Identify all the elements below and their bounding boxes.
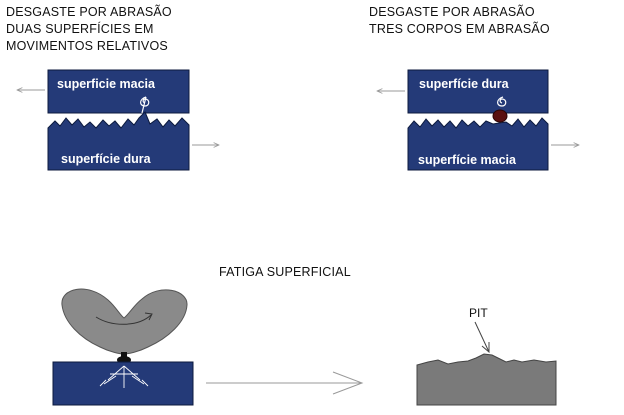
three-body-abrasion-diagram: superfície dura superfície macia: [377, 69, 579, 171]
soft-surface-label: superfície macia: [418, 153, 517, 167]
hard-surface-label: superfície dura: [61, 152, 152, 166]
contact-stem: [121, 352, 127, 358]
abrasion-two-body-caption: DESGASTE POR ABRASÃO DUAS SUPERFÍCIES EM…: [6, 4, 172, 55]
hard-surface-label: superfície dura: [419, 77, 510, 91]
pit-pointer-arrow: [474, 321, 490, 353]
soft-surface-block: [47, 69, 190, 114]
pitted-surface-block: [416, 353, 557, 406]
caption-line: TRES CORPOS EM ABRASÃO: [369, 22, 550, 36]
debris-curl-icon: [497, 96, 507, 107]
caption-line: DESGASTE POR ABRASÃO: [6, 5, 172, 19]
caption-line: MOVIMENTOS RELATIVOS: [6, 39, 168, 53]
pit-pointer-head: [481, 342, 490, 354]
soft-surface-label: superficie macia: [57, 77, 156, 91]
rolling-body: [61, 288, 188, 355]
soft-surface-block: [407, 117, 549, 171]
transition-arrowhead: [332, 371, 364, 395]
two-body-abrasion-diagram: superficie macia superfície dura: [17, 69, 219, 171]
surface-fatigue-diagram: PIT: [52, 288, 557, 406]
hard-surface-block: [47, 111, 190, 171]
fatigue-caption: FATIGA SUPERFICIAL: [219, 265, 351, 279]
debris-curl-icon: [140, 96, 150, 114]
rotation-arrow-icon: [95, 314, 152, 325]
rotation-arrowhead: [144, 312, 153, 321]
caption-line: DUAS SUPERFÍCIES EM: [6, 22, 154, 36]
caption-line: DESGASTE POR ABRASÃO: [369, 5, 535, 19]
abrasive-particle: [492, 109, 508, 123]
pit-label: PIT: [469, 306, 488, 320]
hard-surface-block: [407, 69, 549, 114]
abrasion-three-body-caption: DESGASTE POR ABRASÃO TRES CORPOS EM ABRA…: [369, 4, 550, 38]
subsurface-crack-icon: [99, 365, 149, 388]
substrate-block: [52, 361, 194, 406]
